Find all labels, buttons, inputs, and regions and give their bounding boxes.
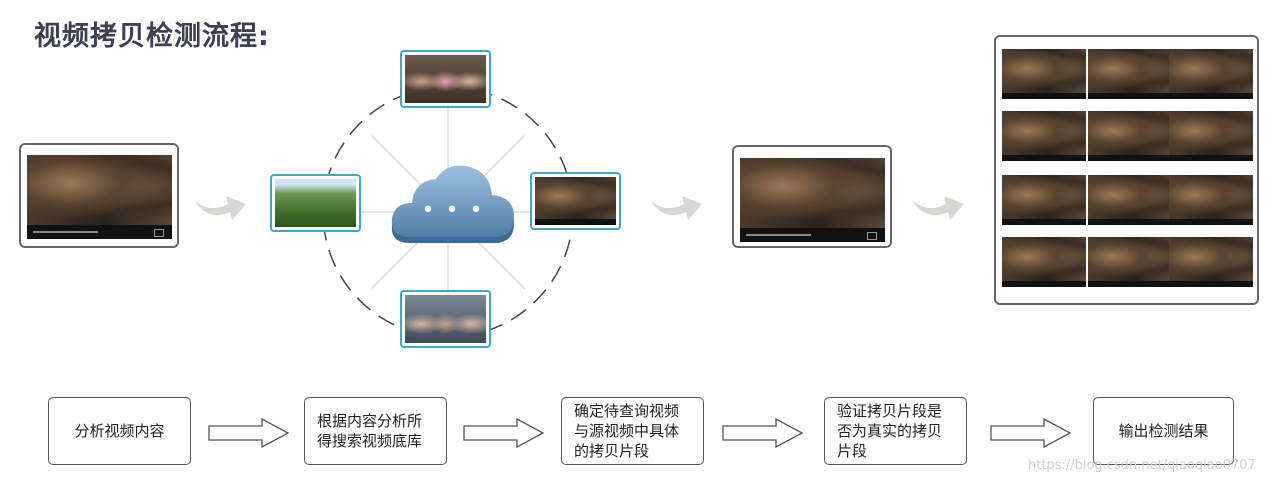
result-frame — [1002, 49, 1086, 99]
result-frame — [1088, 175, 1172, 225]
step-label: 验证拷贝片段是否为真实的拷贝片段 — [837, 401, 954, 461]
thumbnail-top-people — [400, 50, 491, 108]
curved-arrow-1 — [192, 182, 248, 222]
thumbnail-right-movie — [530, 172, 621, 230]
video-scene — [740, 158, 885, 228]
matched-video-player — [740, 158, 885, 242]
people-image — [405, 295, 486, 343]
result-frame — [1088, 237, 1172, 287]
result-grid-frame — [994, 35, 1259, 305]
step-locate-segment: 确定待查询视频与源视频中具体的拷贝片段 — [561, 397, 704, 465]
result-frame — [1169, 237, 1253, 287]
step-search-library: 根据内容分析所得搜索视频底库 — [304, 397, 447, 465]
result-frame — [1169, 175, 1253, 225]
curved-arrow-2 — [648, 182, 704, 222]
query-video-frame — [19, 143, 179, 248]
result-frame — [1002, 175, 1086, 225]
query-video-player — [27, 155, 172, 239]
curved-arrow-3 — [910, 182, 966, 222]
thumbnail-bottom-people — [400, 290, 491, 348]
result-frame — [1169, 111, 1253, 161]
people-image — [405, 55, 486, 103]
step-label: 确定待查询视频与源视频中具体的拷贝片段 — [574, 401, 691, 461]
forest-image — [275, 179, 356, 227]
movie-image — [535, 177, 616, 225]
result-frame — [1088, 111, 1172, 161]
thumbnail-left-forest — [270, 174, 361, 232]
flow-arrow-2 — [463, 418, 545, 448]
page-title: 视频拷贝检测流程: — [34, 14, 270, 53]
result-frame — [1002, 111, 1086, 161]
flow-arrow-4 — [990, 418, 1072, 448]
flow-arrow-1 — [208, 418, 290, 448]
step-label: 分析视频内容 — [74, 421, 164, 441]
flow-arrow-3 — [722, 418, 804, 448]
result-frame — [1169, 49, 1253, 99]
player-controls — [740, 228, 885, 242]
cloud-dots: • • • — [388, 198, 518, 223]
result-frame — [1088, 49, 1172, 99]
matched-video-frame — [732, 145, 892, 248]
step-analyze-video: 分析视频内容 — [48, 397, 191, 465]
step-label: 输出检测结果 — [1118, 421, 1208, 441]
video-scene — [27, 155, 172, 225]
watermark: https://blog.csdn.net/qiaoqiao0707 — [1028, 458, 1256, 473]
result-frame — [1002, 237, 1086, 287]
step-verify-segment: 验证拷贝片段是否为真实的拷贝片段 — [824, 397, 967, 465]
step-label: 根据内容分析所得搜索视频底库 — [317, 411, 434, 451]
player-controls — [27, 225, 172, 239]
step-output-result: 输出检测结果 — [1093, 397, 1234, 465]
